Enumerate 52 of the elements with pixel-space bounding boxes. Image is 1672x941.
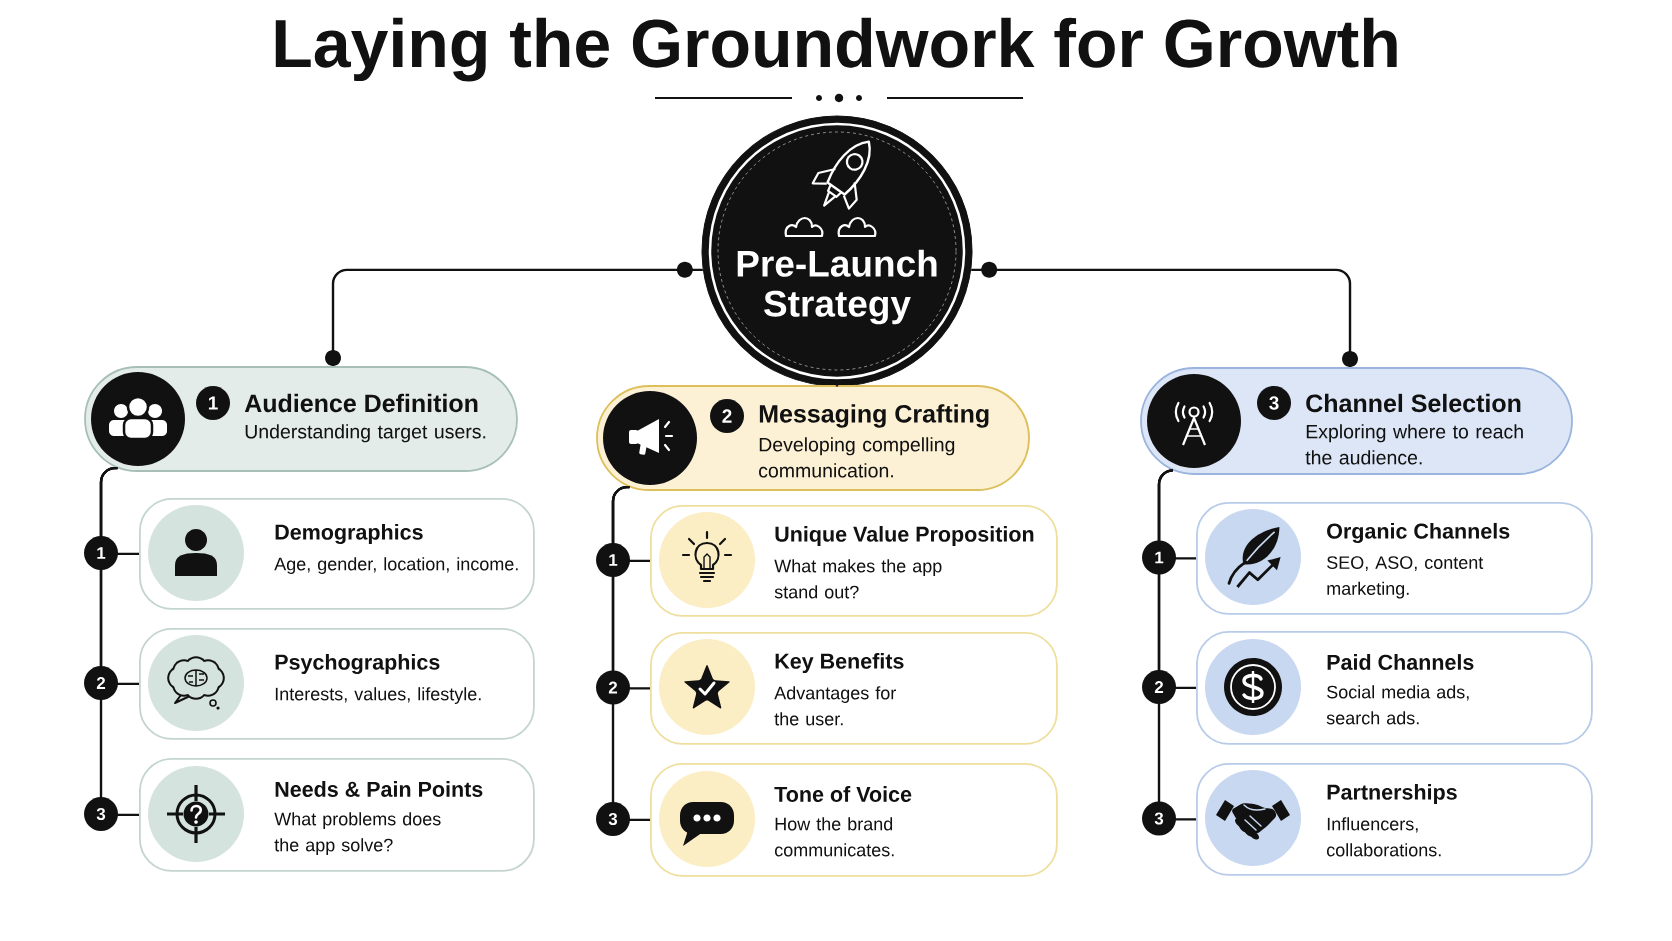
card-text: SEO, ASO, content marketing. <box>1327 556 1484 599</box>
card <box>139 758 535 872</box>
card-text: What makes the app stand out? <box>774 559 942 599</box>
card-text: How the brand communicates. <box>775 817 894 857</box>
description: Exploring where to reach the audience. <box>1305 424 1523 465</box>
description: Understanding target users. <box>245 424 486 443</box>
card-title: Needs & Pain Points <box>275 781 483 797</box>
card-title: Partnerships <box>1327 784 1457 805</box>
number-badge: 1 <box>1142 540 1176 575</box>
card-title: Psychographics <box>275 653 440 675</box>
header-pill <box>84 366 518 472</box>
heading: Channel Selection <box>1306 393 1521 413</box>
connector <box>835 385 839 387</box>
number-badge: 3 <box>1142 801 1176 836</box>
number-badge: 2 <box>84 666 118 700</box>
card <box>1196 631 1593 745</box>
card-title: Organic Channels <box>1327 522 1510 544</box>
card-title: Demographics <box>275 523 423 545</box>
number-badge: 1 <box>84 536 118 570</box>
card-text: Social media ads, search ads. <box>1326 685 1469 725</box>
number-badge: 2 <box>710 399 744 433</box>
number-badge: 3 <box>596 802 630 836</box>
card-text: What problems does the app solve? <box>274 812 441 855</box>
card <box>650 632 1058 745</box>
number-badge: 1 <box>196 386 230 420</box>
card <box>650 505 1058 617</box>
card-title: Tone of Voice <box>774 786 912 802</box>
number-badge: 1 <box>596 543 630 577</box>
card-title: Unique Value Proposition <box>775 526 1034 546</box>
card <box>139 628 535 740</box>
card-title: Key Benefits <box>775 653 904 674</box>
description: Developing compelling communication. <box>759 437 955 478</box>
number-badge: 3 <box>84 797 118 831</box>
header-pill <box>1140 367 1573 475</box>
heading: Audience Definition <box>244 393 478 413</box>
header-pill <box>596 385 1030 491</box>
connector <box>325 261 703 367</box>
card-text: Interests, values, lifestyle. <box>275 687 481 704</box>
card <box>1196 502 1593 615</box>
card-text: Age, gender, location, income. <box>274 557 518 574</box>
number-badge: 2 <box>1142 670 1176 704</box>
card <box>650 763 1058 877</box>
connector <box>971 261 1358 368</box>
card-text: Advantages for the user. <box>774 686 896 726</box>
number-badge: 2 <box>596 670 630 705</box>
card <box>139 498 535 610</box>
card-title: Paid Channels <box>1327 654 1474 670</box>
card-text: Influencers, collaborations. <box>1327 817 1441 857</box>
card <box>1196 763 1593 876</box>
number-badge: 3 <box>1257 386 1291 420</box>
heading: Messaging Crafting <box>759 404 989 428</box>
title: Laying the Groundwork for Growth <box>275 17 1397 82</box>
